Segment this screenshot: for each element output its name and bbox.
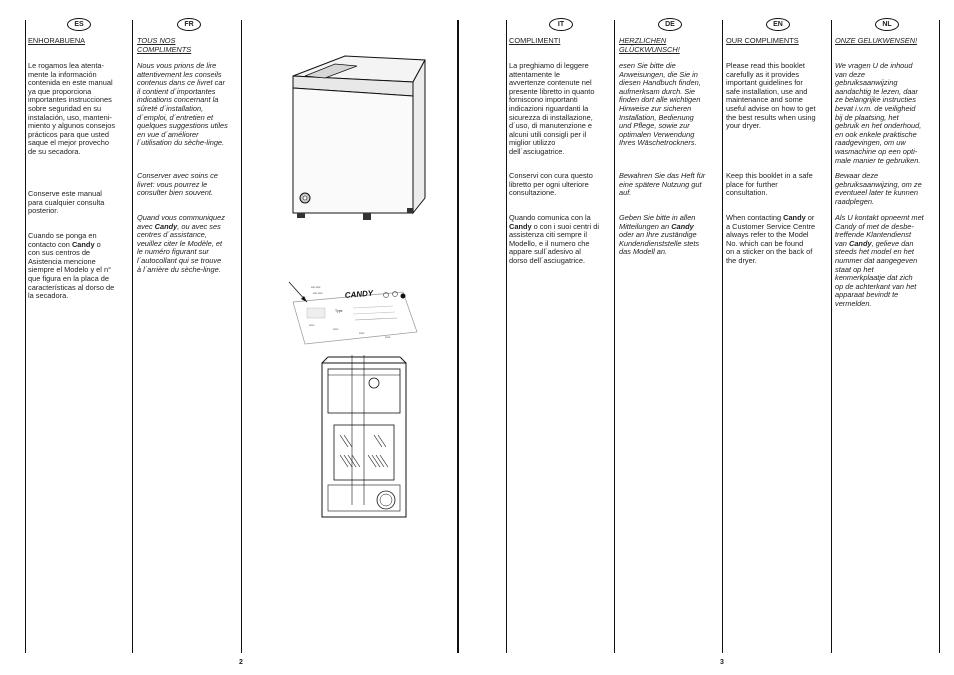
column-en: EN OUR COMPLIMENTS Please read this book… (726, 18, 830, 265)
column-rule (722, 20, 723, 653)
dryer-front-illustration (292, 55, 426, 220)
svg-text:▪▪▪▪▪: ▪▪▪▪▪ (359, 331, 364, 335)
rating-label-illustration: ▪▪▪▪ ▪▪▪▪ ▪▪▪▪ ▪▪▪▪ CANDY Type ▪▪▪▪▪ ▪▪▪… (288, 281, 418, 345)
keep-paragraph: Keep this booklet in a safe place for fu… (726, 171, 813, 198)
intro-paragraph: Nous vous prions de lire attentivement l… (137, 61, 228, 148)
column-rule (939, 20, 940, 653)
column-rule (831, 20, 832, 653)
contact-paragraph: When contacting Candy or a Customer Serv… (726, 213, 816, 265)
svg-text:▪▪▪▪▪: ▪▪▪▪▪ (309, 323, 314, 327)
candy-logo: CANDY (344, 288, 374, 300)
column-heading: COMPLIMENTI (509, 36, 561, 45)
column-rule (614, 20, 615, 653)
svg-text:▪▪▪▪▪: ▪▪▪▪▪ (333, 327, 338, 331)
column-heading: ENHORABUENA (28, 36, 86, 45)
keep-paragraph: Conserver avec soins ce livret: vous pou… (137, 171, 218, 198)
column-rule (241, 20, 242, 653)
language-badge-fr: FR (177, 18, 201, 31)
column-nl: NL ONZE GELUKWENSEN! We vragen U de inho… (835, 18, 939, 308)
intro-paragraph: esen Sie bitte die Anweisungen, die Sie … (619, 61, 701, 148)
language-badge-en: EN (766, 18, 790, 31)
language-badge-de: DE (658, 18, 682, 31)
contact-paragraph: Als U kontakt opneemt met Candy of met d… (835, 213, 924, 308)
column-rule (25, 20, 26, 653)
page-spine (457, 20, 459, 653)
keep-paragraph: Bewahren Sie das Heft für eine spätere N… (619, 171, 706, 198)
svg-text:▪▪▪▪▪: ▪▪▪▪▪ (385, 335, 390, 339)
contact-paragraph: Quando comunica con la Candy o con i suo… (509, 213, 599, 265)
column-de: DE HERZLICHEN GLÜCKWUNSCH! esen Sie bitt… (619, 18, 721, 255)
dryer-back-illustration (321, 355, 407, 518)
column-rule (506, 20, 507, 653)
intro-paragraph: Please read this booklet carefully as it… (726, 61, 816, 131)
page-number-left: 2 (239, 659, 243, 666)
language-badge-nl: NL (875, 18, 899, 31)
column-fr: FR TOUS NOS COMPLIMENTS Nous vous prions… (137, 18, 241, 273)
page-number-right: 3 (720, 659, 724, 666)
contact-paragraph: Cuando se ponga en contacto con Candy o … (28, 231, 115, 301)
column-rule (132, 20, 133, 653)
keep-paragraph: Conserve este manual para cualquier cons… (28, 189, 105, 216)
keep-paragraph: Bewaar deze gebruiksaanwijzing, om ze ev… (835, 171, 922, 206)
language-badge-es: ES (67, 18, 91, 31)
language-badge-it: IT (549, 18, 573, 31)
svg-text:▪▪▪▪ ▪▪▪▪: ▪▪▪▪ ▪▪▪▪ (311, 285, 320, 289)
column-heading: HERZLICHEN GLÜCKWUNSCH! (619, 36, 680, 54)
column-es: ES ENHORABUENA Le rogamos lea atenta- me… (28, 18, 130, 300)
intro-paragraph: We vragen U de inhoud van deze gebruiksa… (835, 61, 922, 165)
label-type: Type (335, 309, 343, 313)
column-it: IT COMPLIMENTI La preghiamo di leggere a… (509, 18, 613, 265)
column-heading: OUR COMPLIMENTS (726, 36, 799, 45)
column-heading: ONZE GELUKWENSEN! (835, 36, 918, 45)
intro-paragraph: La preghiamo di leggere attentamente le … (509, 61, 595, 156)
contact-paragraph: Quand vous communiquez avec Candy, ou av… (137, 213, 225, 274)
keep-paragraph: Conservi con cura questo libretto per og… (509, 171, 593, 198)
svg-text:▪▪▪▪ ▪▪▪▪: ▪▪▪▪ ▪▪▪▪ (313, 291, 322, 295)
intro-paragraph: Le rogamos lea atenta- mente la informac… (28, 61, 116, 156)
contact-paragraph: Geben Sie bitte in allen Mitteilungen an… (619, 213, 700, 257)
column-heading: TOUS NOS COMPLIMENTS (137, 36, 192, 54)
